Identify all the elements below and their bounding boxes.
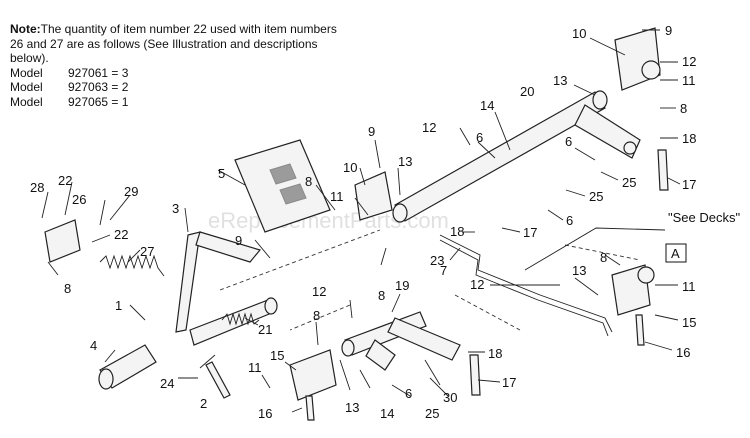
callout-3: 3: [172, 201, 179, 216]
callout-26: 26: [72, 192, 86, 207]
box-a-letter: A: [671, 246, 680, 261]
callout-25-low: 25: [425, 406, 439, 421]
callout-11: 11: [682, 73, 696, 88]
arm-plate: [574, 104, 641, 159]
bracket-5: [234, 139, 331, 233]
callout-15-right: 15: [682, 315, 696, 330]
callout-14-low: 14: [380, 406, 394, 421]
box-a: [665, 243, 687, 263]
callout-6-low2: 6: [405, 386, 412, 401]
callout-12-mid: 12: [422, 120, 436, 135]
model-label: Model: [10, 94, 43, 109]
bolt-2: [205, 361, 231, 399]
callout-16: 16: [258, 406, 272, 421]
callout-6-right: 6: [565, 134, 572, 149]
callout-30: 30: [443, 390, 457, 405]
bolt-16: [635, 314, 645, 346]
callout-11-mid: 11: [330, 189, 344, 204]
callout-8: 8: [680, 101, 687, 116]
spring-21: [221, 312, 260, 326]
callout-8-left: 8: [64, 281, 71, 296]
pin-17: [657, 149, 669, 191]
note-text: Note:The quantity of item number 22 used…: [10, 22, 340, 66]
callout-8-low: 8: [313, 308, 320, 323]
callout-15: 15: [270, 348, 284, 363]
link-7: [439, 234, 613, 333]
model-value: 927065 = 1: [68, 94, 129, 109]
callout-21: 21: [258, 322, 272, 337]
callout-8-top: 8: [305, 174, 312, 189]
leader-lines: [41, 29, 681, 413]
note-block: Note:The quantity of item number 22 used…: [10, 22, 340, 109]
callout-16-right: 16: [676, 345, 690, 360]
callout-12-right: 12: [470, 277, 484, 292]
callout-29: 29: [124, 184, 138, 199]
spring-27: [99, 254, 165, 277]
callout-9-left: 9: [235, 233, 242, 248]
callout-6-low: 6: [566, 213, 573, 228]
callout-1: 1: [115, 298, 122, 313]
bracket-15: [289, 349, 337, 401]
callout-12: 12: [682, 54, 696, 69]
callout-13-mid: 13: [398, 154, 412, 169]
callout-25: 25: [622, 175, 636, 190]
callout-20: 20: [520, 84, 534, 99]
lever-3: [175, 231, 278, 346]
callout-6: 6: [476, 130, 483, 145]
note-body: The quantity of item number 22 used with…: [10, 22, 337, 65]
callout-9-mid: 9: [368, 124, 375, 139]
bushing-11: [641, 60, 661, 80]
model-row: Model 927063 = 2: [10, 80, 340, 95]
callout-8-mid: 8: [378, 288, 385, 303]
callout-11-low: 11: [248, 360, 262, 375]
callout-numbers: 9 10 12 11 13 8 18 17 20 14 12 6 6 25 25…: [30, 23, 696, 421]
callout-13: 13: [553, 73, 567, 88]
callout-18: 18: [682, 131, 696, 146]
note-lead: Note:: [10, 22, 41, 36]
see-decks-label: "See Decks": [668, 210, 740, 225]
pin-17-bottom: [469, 354, 481, 396]
callout-17-mid: 17: [523, 225, 537, 240]
callout-5: 5: [218, 166, 225, 181]
callout-22-top: 22: [58, 173, 72, 188]
rod-20: [392, 90, 608, 223]
callout-11-right: 11: [682, 279, 696, 294]
model-label: Model: [10, 65, 43, 80]
callout-28: 28: [30, 180, 44, 195]
bracket-26: [44, 219, 81, 263]
handle-4: [98, 344, 157, 390]
callout-19: 19: [395, 278, 409, 293]
model-label: Model: [10, 80, 43, 94]
callout-18-low: 18: [488, 346, 502, 361]
callout-24: 24: [160, 376, 174, 391]
callout-2: 2: [200, 396, 207, 411]
model-value: 927063 = 2: [68, 80, 129, 94]
callout-13-right: 13: [572, 263, 586, 278]
rod-19: [341, 311, 461, 371]
callout-7: 7: [440, 263, 447, 278]
callout-14: 14: [480, 98, 494, 113]
callout-8-right: 8: [600, 250, 607, 265]
callout-12-low: 12: [312, 284, 326, 299]
callout-17: 17: [682, 177, 696, 192]
model-row: Model 927061 = 3: [10, 66, 340, 81]
model-value: 927061 = 3: [68, 65, 129, 80]
bolt-16-bottom: [305, 395, 315, 421]
callout-27: 27: [140, 244, 154, 259]
model-row: Model 927065 = 1: [10, 95, 340, 110]
callout-10: 10: [572, 26, 586, 41]
callout-25-mid: 25: [589, 189, 603, 204]
callout-10-mid: 10: [343, 160, 357, 175]
bushing-11-lower: [637, 266, 655, 284]
callout-23: 23: [430, 253, 444, 268]
callout-17-low: 17: [502, 375, 516, 390]
callout-22: 22: [114, 227, 128, 242]
callout-9: 9: [665, 23, 672, 38]
callout-18-mid: 18: [450, 224, 464, 239]
callout-13-low: 13: [345, 400, 359, 415]
callout-4: 4: [90, 338, 97, 353]
bracket-10: [614, 27, 661, 91]
